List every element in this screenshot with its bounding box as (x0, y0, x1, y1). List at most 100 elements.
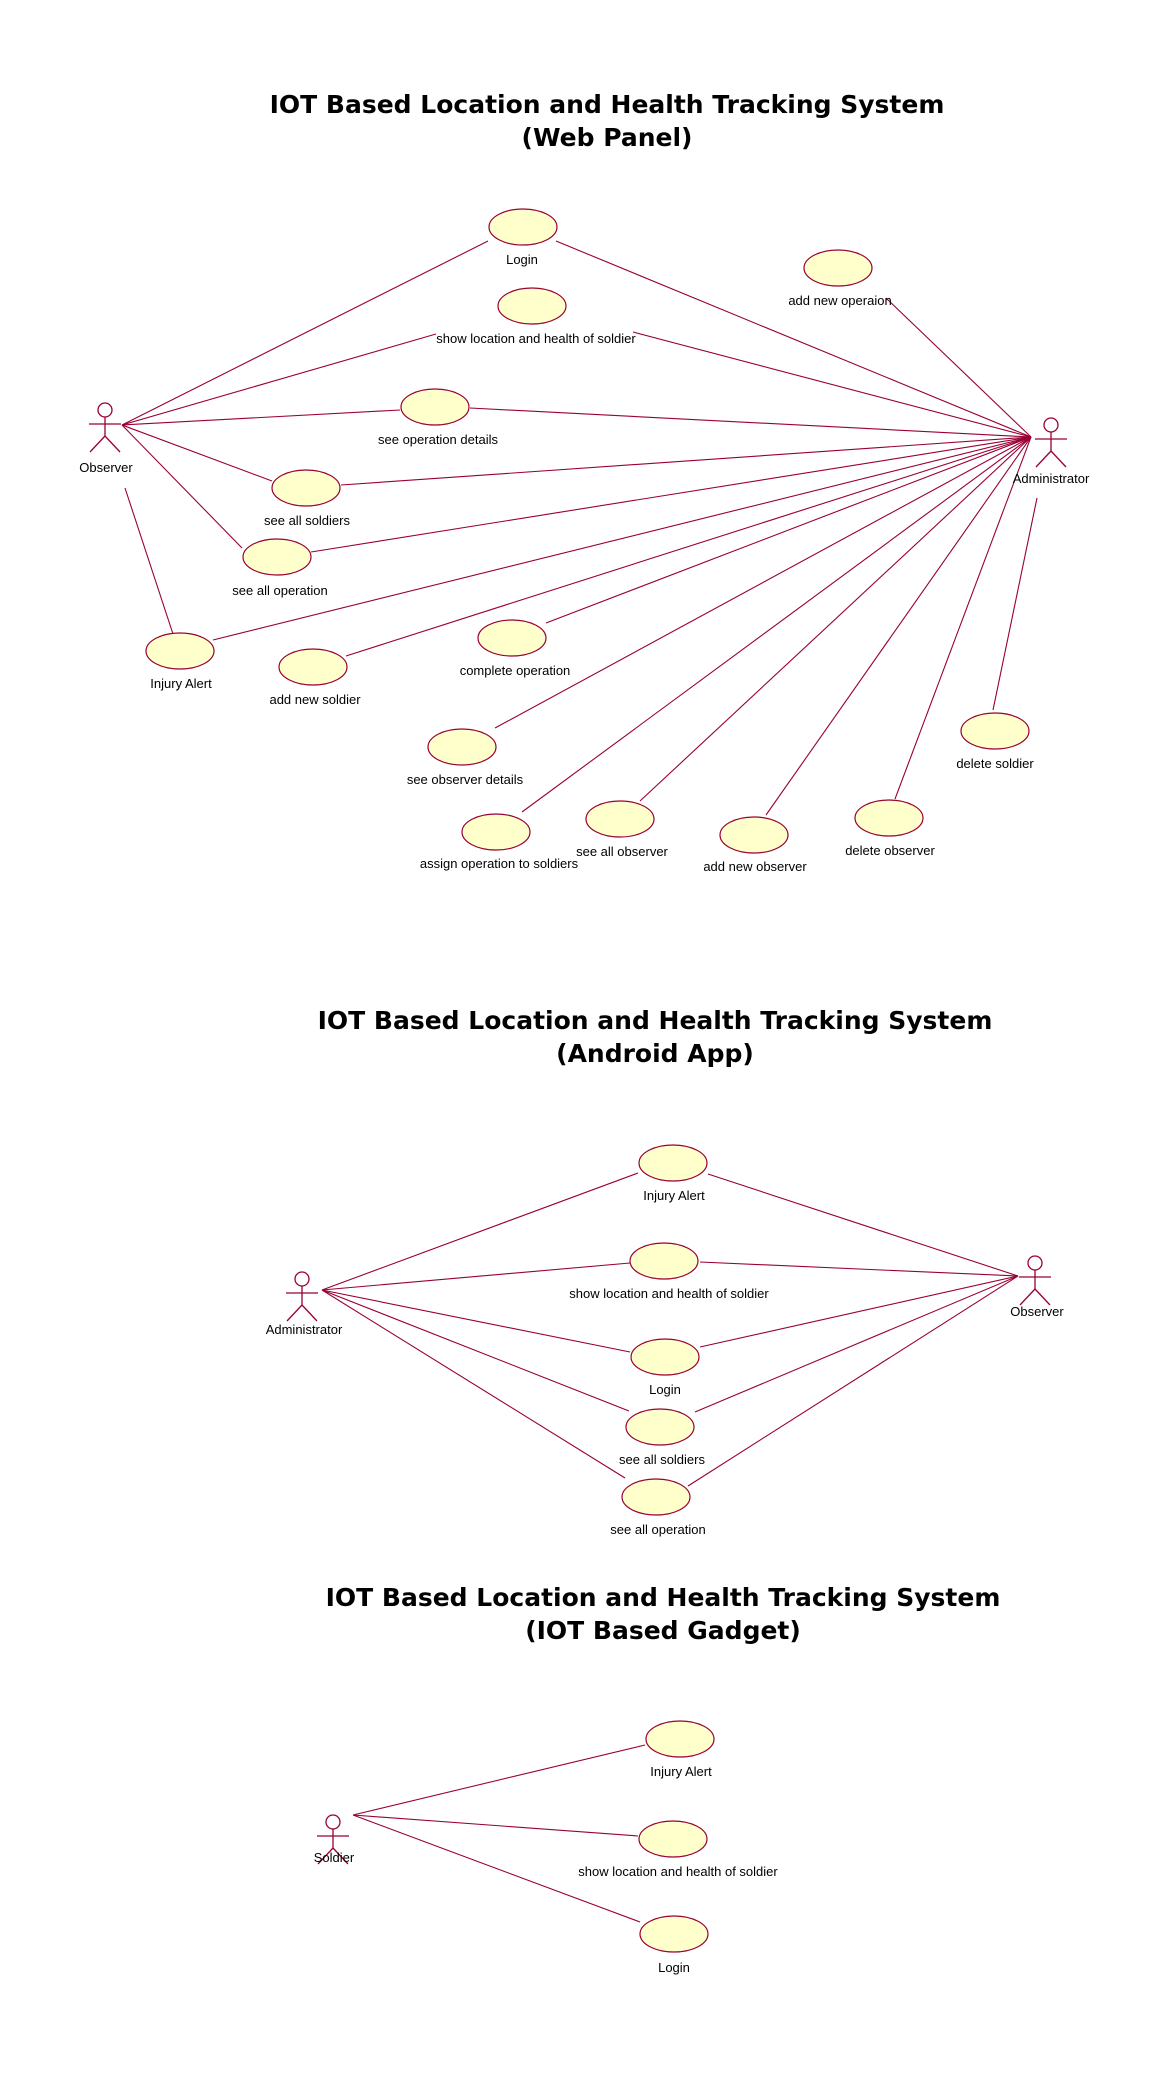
actor-observer[interactable]: Observer (1010, 1255, 1064, 1319)
use-case-ellipse[interactable] (488, 208, 558, 246)
diagram-gadget: IOT Based Location and Health Tracking S… (314, 1583, 1001, 1975)
associations (321, 1172, 1019, 1487)
use-case-login[interactable]: Login (639, 1915, 709, 1975)
use-case-ellipse[interactable] (278, 648, 348, 686)
association-admin-add-soldier (345, 436, 1032, 657)
use-case-ellipse[interactable] (625, 1408, 695, 1446)
use-case-login[interactable]: Login (488, 208, 558, 267)
association-admin-show-loc (321, 1262, 631, 1291)
association-observer-login (699, 1275, 1019, 1348)
use-case-label: Injury Alert (650, 1764, 712, 1779)
diagram-subtitle: (Android App) (556, 1039, 754, 1068)
use-case-label: complete operation (460, 663, 571, 678)
association-admin-all-soldiers (321, 1289, 630, 1412)
diagram-subtitle: (IOT Based Gadget) (525, 1616, 801, 1645)
use-case-label: Login (649, 1382, 681, 1397)
use-case-all-soldiers[interactable]: see all soldiers (264, 469, 350, 528)
actor-label: Administrator (266, 1322, 343, 1337)
use-case-label: see all soldiers (619, 1452, 705, 1467)
association-observer-all-operation (687, 1275, 1019, 1487)
use-case-injury[interactable]: Injury Alert (645, 1720, 715, 1779)
use-case-label: see all operation (610, 1522, 705, 1537)
use-case-ellipse[interactable] (621, 1478, 691, 1516)
use-case-ellipse[interactable] (427, 728, 497, 766)
use-case-show-loc[interactable]: show location and health of soldier (578, 1820, 778, 1879)
actor-observer[interactable]: Observer (79, 402, 133, 475)
association-observer-op-details (121, 409, 401, 426)
use-case-ellipse[interactable] (630, 1338, 700, 1376)
use-case-del-soldier[interactable]: delete soldier (956, 712, 1034, 771)
actor-admin[interactable]: Administrator (266, 1271, 343, 1337)
use-case-show-loc[interactable]: show location and health of soldier (436, 287, 636, 346)
use-case-add-operation[interactable]: add new operaion (788, 249, 892, 308)
use-case-injury[interactable]: Injury Alert (145, 632, 215, 691)
association-admin-all-observer (639, 436, 1032, 802)
use-case-injury[interactable]: Injury Alert (638, 1144, 708, 1203)
use-case-login[interactable]: Login (630, 1338, 700, 1397)
association-observer-all-soldiers (121, 424, 273, 482)
association-observer-all-operation (121, 424, 243, 549)
use-case-complete-op[interactable]: complete operation (460, 619, 571, 678)
use-case-ellipse[interactable] (242, 538, 312, 576)
use-case-label: add new soldier (269, 692, 361, 707)
actor-soldier[interactable]: Soldier (314, 1814, 355, 1865)
diagram-web: IOT Based Location and Health Tracking S… (79, 90, 1090, 874)
stick-figure-icon (286, 1271, 318, 1322)
use-case-label: show location and health of soldier (436, 331, 636, 346)
use-case-obs-details[interactable]: see observer details (407, 728, 524, 787)
use-case-ellipse[interactable] (461, 813, 531, 851)
use-case-label: Injury Alert (150, 676, 212, 691)
association-soldier-injury (352, 1744, 646, 1816)
use-case-ellipse[interactable] (400, 388, 470, 426)
association-observer-all-soldiers (694, 1275, 1019, 1413)
association-admin-add-observer (765, 436, 1032, 816)
use-case-add-soldier[interactable]: add new soldier (269, 648, 361, 707)
use-case-ellipse[interactable] (145, 632, 215, 670)
use-case-assign-op[interactable]: assign operation to soldiers (420, 813, 579, 871)
use-case-ellipse[interactable] (639, 1915, 709, 1953)
use-case-label: see all soldiers (264, 513, 350, 528)
use-case-label: Login (658, 1960, 690, 1975)
use-case-ellipse[interactable] (803, 249, 873, 287)
use-case-ellipse[interactable] (585, 800, 655, 838)
use-case-ellipse[interactable] (629, 1242, 699, 1280)
association-admin-del-soldier (992, 497, 1038, 711)
use-case-ellipse[interactable] (497, 287, 567, 325)
actor-label: Observer (79, 460, 133, 475)
actor-admin[interactable]: Administrator (1013, 417, 1090, 486)
use-case-label: assign operation to soldiers (420, 856, 579, 871)
use-case-ellipse[interactable] (271, 469, 341, 507)
use-case-all-operation[interactable]: see all operation (232, 538, 328, 598)
use-case-ellipse[interactable] (638, 1820, 708, 1858)
use-case-op-details[interactable]: see operation details (378, 388, 498, 447)
use-case-label: add new observer (703, 859, 807, 874)
use-case-ellipse[interactable] (854, 799, 924, 837)
use-case-del-observer[interactable]: delete observer (845, 799, 935, 858)
use-case-show-loc[interactable]: show location and health of soldier (569, 1242, 769, 1301)
use-case-ellipse[interactable] (719, 816, 789, 854)
use-case-all-soldiers[interactable]: see all soldiers (619, 1408, 705, 1467)
association-admin-all-soldiers (340, 436, 1032, 486)
use-case-ellipse[interactable] (645, 1720, 715, 1758)
use-case-label: see observer details (407, 772, 524, 787)
association-admin-assign-op (521, 436, 1032, 813)
association-admin-obs-details (494, 436, 1032, 729)
use-case-label: show location and health of soldier (578, 1864, 778, 1879)
use-case-ellipse[interactable] (960, 712, 1030, 750)
diagram-title: IOT Based Location and Health Tracking S… (318, 1006, 993, 1035)
use-case-ellipse[interactable] (638, 1144, 708, 1182)
association-admin-del-observer (894, 436, 1032, 800)
use-case-all-operation[interactable]: see all operation (610, 1478, 706, 1537)
use-case-add-observer[interactable]: add new observer (703, 816, 807, 874)
use-case-ellipse[interactable] (477, 619, 547, 657)
association-admin-login (321, 1289, 631, 1353)
use-case-label: add new operaion (788, 293, 891, 308)
use-case-label: see all observer (576, 844, 668, 859)
association-admin-show-loc (632, 331, 1032, 438)
diagram-android: IOT Based Location and Health Tracking S… (266, 1006, 1065, 1537)
associations (352, 1744, 646, 1923)
use-case-label: see operation details (378, 432, 498, 447)
stick-figure-icon (89, 402, 121, 453)
use-case-all-observer[interactable]: see all observer (576, 800, 669, 859)
